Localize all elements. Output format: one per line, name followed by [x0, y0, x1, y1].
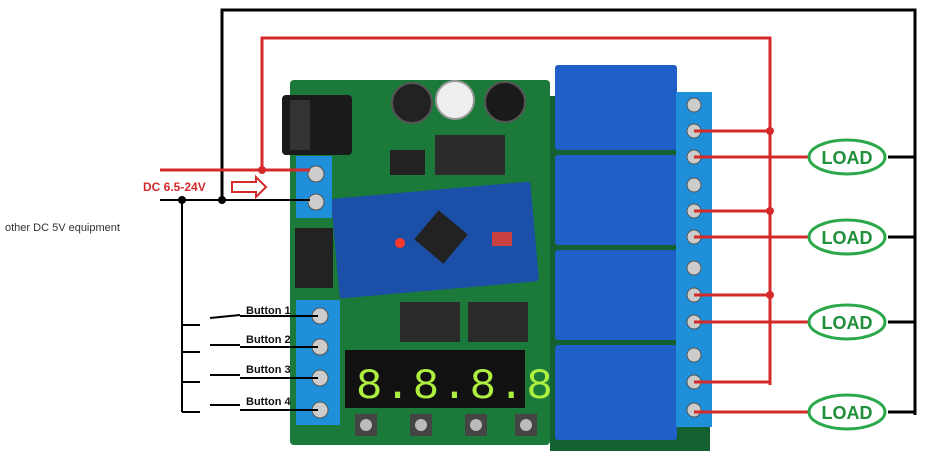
side-note: other DC 5V equipment	[5, 222, 120, 234]
display-digits: 8.8.8.8	[356, 362, 555, 412]
load-return-wires	[888, 155, 915, 414]
microcontroller-chip	[414, 210, 468, 264]
relay-terminal-block	[676, 92, 712, 427]
supply-arrow-icon	[231, 174, 268, 200]
supply-voltage-label: DC 6.5-24V	[143, 180, 206, 194]
load-1: LOAD	[807, 138, 887, 176]
relay-2	[555, 155, 677, 245]
pin-header	[295, 228, 333, 288]
driver-ic-1	[400, 302, 460, 342]
relay-4	[555, 345, 677, 440]
load-feed-wires	[694, 155, 808, 414]
button-4-label: Button 4	[246, 396, 291, 408]
load-3: LOAD	[807, 303, 887, 341]
capacitor-3	[484, 81, 526, 123]
relay-1	[555, 65, 677, 150]
svg-text:LOAD: LOAD	[822, 148, 873, 168]
reset-button	[492, 232, 512, 246]
button-2-label: Button 2	[246, 334, 291, 346]
voltage-regulator	[435, 135, 505, 175]
seven-segment-display	[345, 350, 525, 408]
capacitor-1	[391, 82, 433, 124]
relay-3	[555, 250, 677, 340]
button-3-label: Button 3	[246, 364, 291, 376]
button-1-label: Button 1	[246, 305, 291, 317]
relay-red-taps	[694, 129, 770, 384]
svg-text:LOAD: LOAD	[822, 228, 873, 248]
svg-text:LOAD: LOAD	[822, 313, 873, 333]
capacitor-2	[435, 80, 475, 120]
load-4: LOAD	[807, 393, 887, 431]
load-2: LOAD	[807, 218, 887, 256]
tact-switches	[355, 414, 537, 436]
black-return-wire	[220, 8, 917, 415]
power-led	[395, 238, 405, 248]
svg-text:LOAD: LOAD	[822, 403, 873, 423]
button-switch-wires	[182, 314, 318, 413]
driver-ic-2	[468, 302, 528, 342]
